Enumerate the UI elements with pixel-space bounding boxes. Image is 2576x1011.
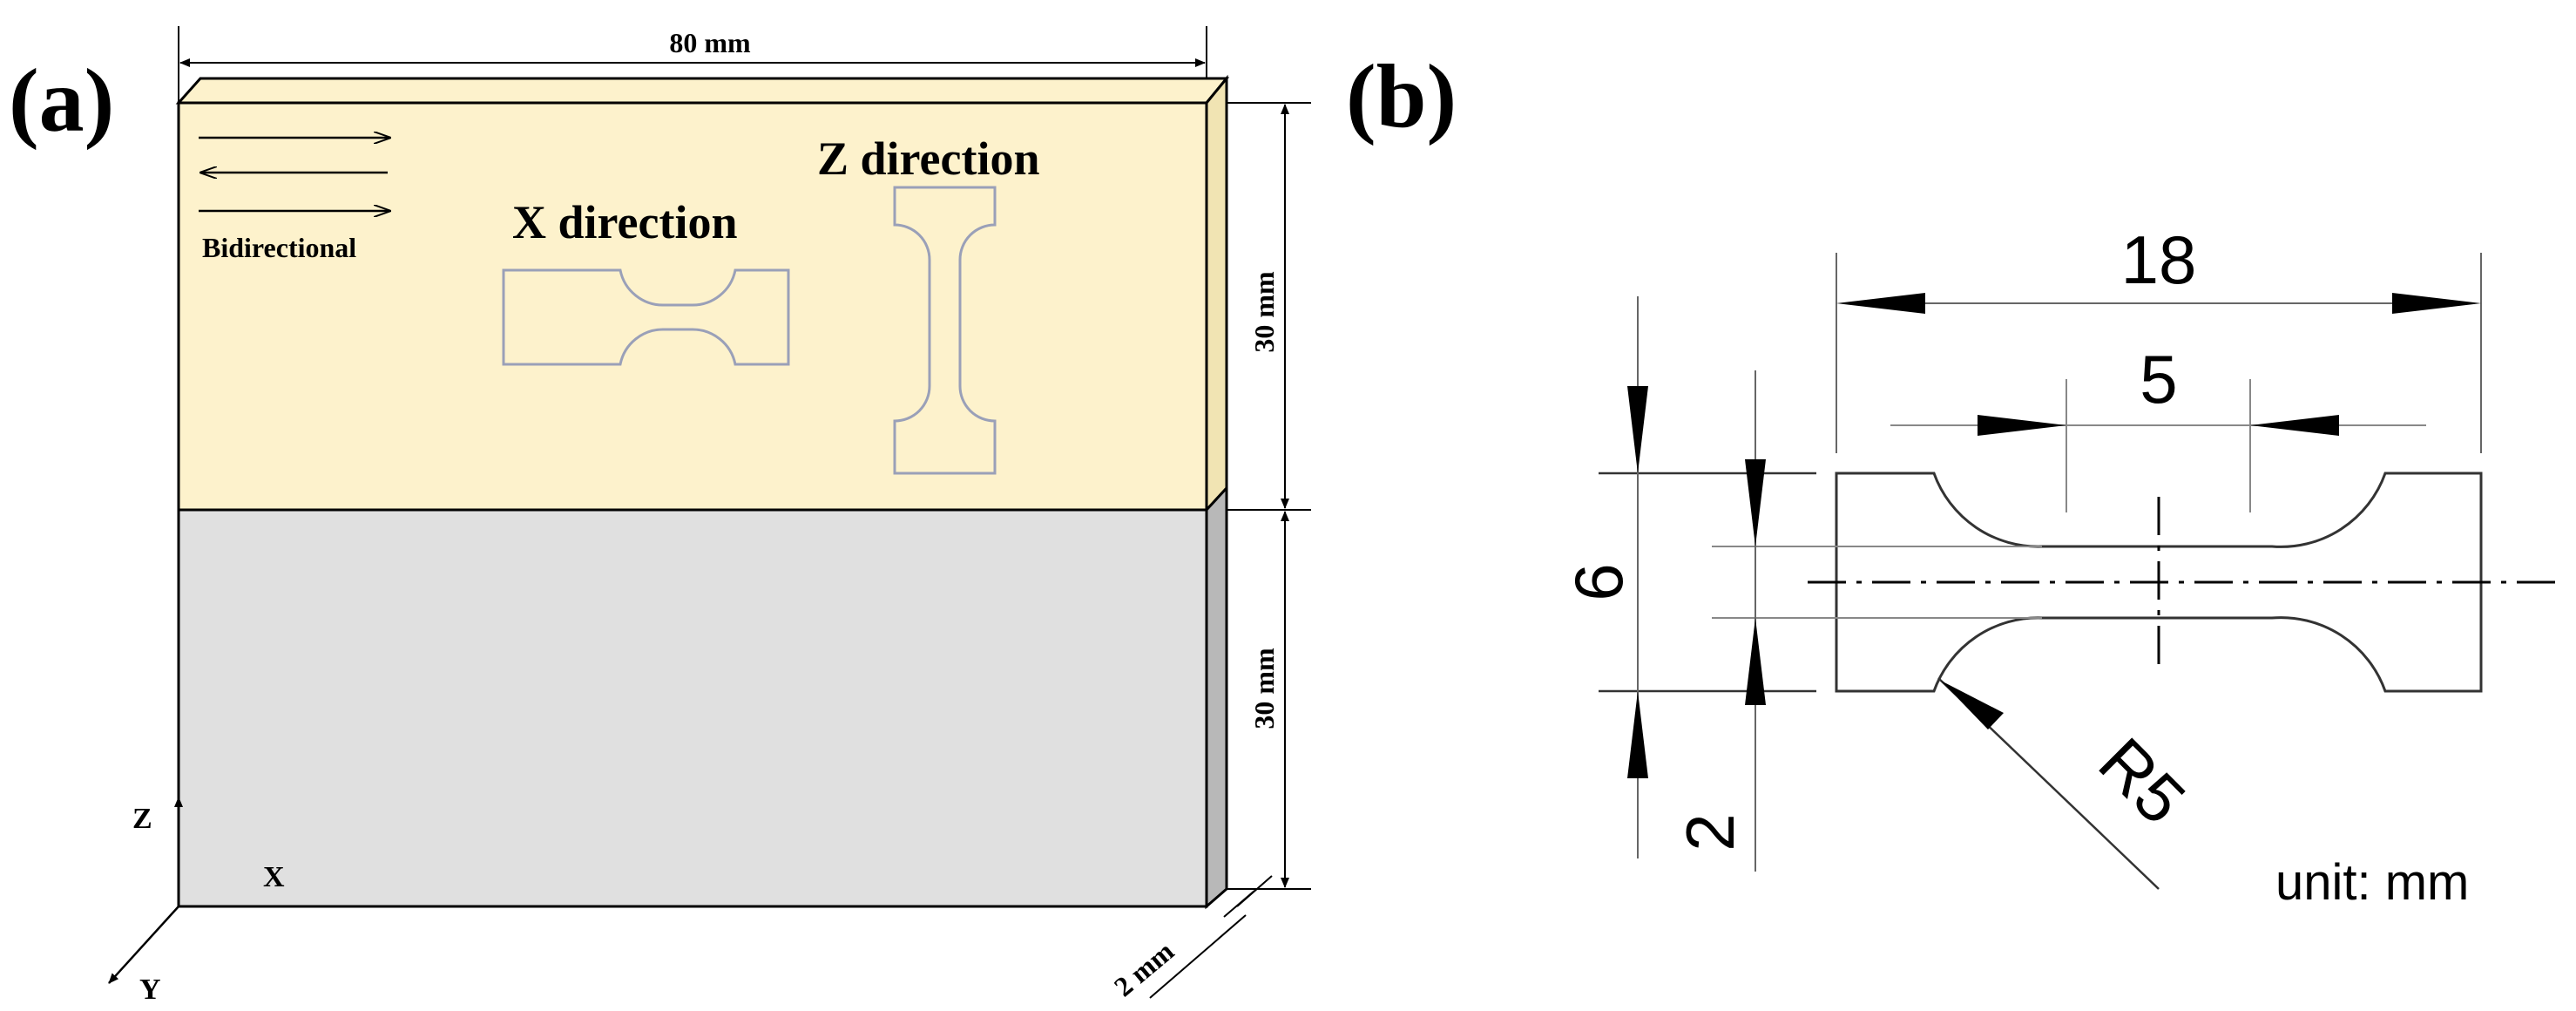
x-direction-specimen — [502, 268, 790, 366]
z-direction-specimen — [893, 186, 997, 475]
width-dim-label: 80 mm — [669, 27, 751, 58]
panel-b: (b) 18 5 6 2 — [1346, 46, 2557, 911]
axis-x-label: X — [263, 861, 285, 893]
axis-z-label: Z — [132, 803, 152, 835]
panel-b-label: (b) — [1346, 46, 1457, 146]
dim-18-label: 18 — [2121, 221, 2197, 298]
axis-y-label: Y — [139, 974, 161, 1006]
plate-side-face-lower — [1205, 485, 1228, 910]
dim-2-label: 2 — [1672, 813, 1748, 851]
r5-arrow — [1941, 681, 2004, 729]
axis-y-arrow — [108, 906, 179, 984]
dim-2-arrow-top — [1745, 459, 1766, 546]
dim-6-label: 6 — [1560, 563, 1637, 600]
lower-height-label: 30 mm — [1248, 648, 1280, 729]
dim-5-arrow-right — [2250, 415, 2339, 436]
scan-label: Bidirectional — [202, 232, 356, 263]
thickness-dim-label: 2 mm — [1108, 935, 1180, 1002]
panel-a: (a) 80 mm 30 mm 30 mm 2 mm — [9, 26, 1311, 1006]
thickness-dim-line — [1149, 914, 1247, 999]
dim-5-arrow-left — [1978, 415, 2066, 436]
plate-top-face — [175, 77, 1230, 105]
x-direction-label: X direction — [512, 196, 737, 248]
unit-label: unit: mm — [2275, 854, 2469, 911]
z-direction-label: Z direction — [817, 132, 1040, 185]
dim-18-arrow-right — [2392, 293, 2481, 314]
dim-6-arrow-bottom — [1627, 691, 1648, 778]
panel-a-label: (a) — [9, 51, 114, 151]
dim-18-arrow-left — [1836, 293, 1925, 314]
plate-side-face-upper — [1205, 74, 1228, 513]
thickness-dim-tick-2 — [1223, 890, 1255, 918]
lower-region — [177, 508, 1208, 908]
dim-5-label: 5 — [2140, 341, 2177, 417]
dim-6-arrow-top — [1627, 386, 1648, 473]
upper-height-label: 30 mm — [1248, 271, 1280, 353]
dim-2-arrow-bottom — [1745, 618, 1766, 705]
r5-label: R5 — [2085, 723, 2201, 839]
